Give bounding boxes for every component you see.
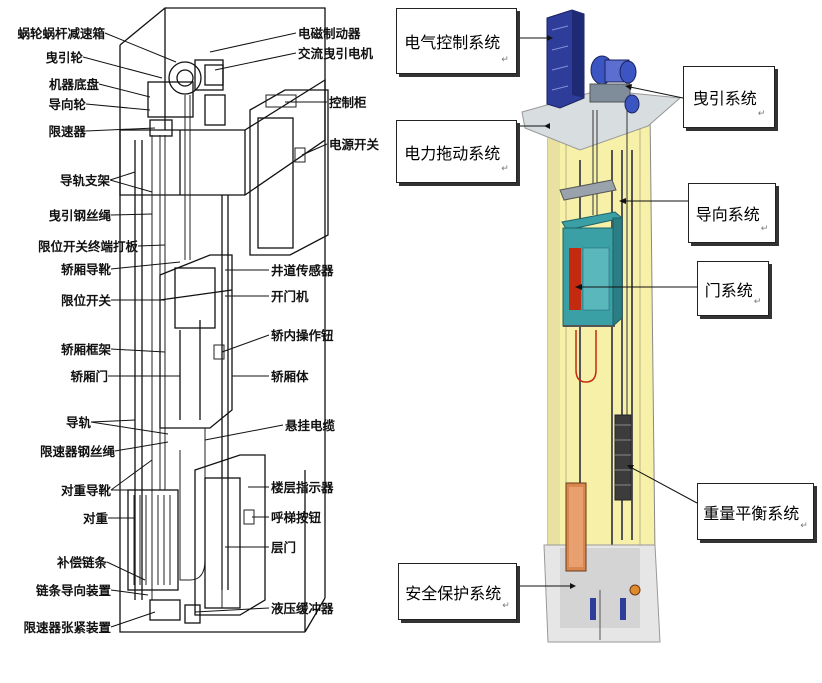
traction-machine-render [589,55,640,114]
label-left: 导轨 [66,415,92,430]
safety-block-render [565,482,587,572]
label-left: 曳引轮 [45,50,83,65]
label-right: 交流曳引电机 [298,46,374,61]
label-right: 轿内操作钮 [271,328,334,343]
label-left: 对重 [83,511,109,526]
traction-machine-shape [147,59,226,137]
system-label: 重量平衡系统 [703,503,800,523]
return-mark-icon: ↵ [760,224,769,234]
label-left: 导向轮 [48,97,86,112]
landing-door-shape [194,454,266,616]
label-left: 曳引钢丝绳 [48,208,111,223]
return-mark-icon: ↵ [501,55,509,65]
left-elevator-drawing [119,7,329,633]
label-left: 轿厢导靴 [61,262,112,277]
counterweight-render [614,414,632,501]
label-right: 电源开关 [329,137,380,152]
system-box-guiding: 导向系统↵ [688,183,776,243]
label-right: 呼梯按钮 [271,510,322,525]
system-label: 电力拖动系统 [404,143,501,163]
system-label: 导向系统 [695,205,760,224]
label-left: 限位开关终端打板 [38,239,139,254]
system-box-electrical-control: 电气控制系统↵ [396,8,517,74]
label-left: 限速器张紧装置 [23,620,111,635]
right-elevator-render [521,9,682,643]
system-box-door: 门系统↵ [697,261,769,316]
system-label: 电气控制系统 [404,33,501,52]
label-left: 导轨支架 [60,173,111,188]
system-box-weight-balance: 重量平衡系统↵ [697,483,814,540]
system-label: 安全保护系统 [405,583,502,603]
return-mark-icon: ↵ [502,601,510,611]
label-left: 机器底盘 [49,77,100,92]
label-right: 层门 [271,540,296,555]
label-right: 井道传感器 [271,263,334,278]
return-mark-icon: ↵ [757,109,766,119]
label-right: 控制柜 [329,95,367,110]
label-right: 楼层指示器 [271,480,334,495]
left-leader-lines [82,32,328,628]
car-shape [159,254,233,429]
return-mark-icon: ↵ [800,521,808,531]
system-box-power-drive: 电力拖动系统↵ [396,120,517,183]
label-right: 液压缓冲器 [271,601,334,616]
shaft-shape [547,109,656,556]
counterweight-shape [127,489,179,591]
label-left: 轿厢框架 [61,342,112,357]
label-right: 轿厢体 [271,369,309,384]
label-right: 悬挂电缆 [284,418,336,433]
control-cabinet-render [546,9,585,109]
system-box-traction: 曳引系统↵ [683,66,775,128]
label-right: 电磁制动器 [298,26,361,41]
label-left: 补偿链条 [56,555,108,570]
label-left: 限速器钢丝绳 [40,444,116,459]
system-label: 门系统 [704,280,753,300]
label-left: 限速器 [48,124,86,139]
system-arrows [517,35,698,589]
label-left: 链条导向装置 [36,583,112,598]
control-cabinet-shape [249,89,329,256]
left-labels: 蜗轮蜗杆减速箱 曳引轮 机器底盘 导向轮 限速器 导轨支架 曳引钢丝绳 限位开关… [17,26,379,635]
system-label: 曳引系统 [692,89,757,108]
label-left: 对重导靴 [61,483,112,498]
return-mark-icon: ↵ [501,164,509,174]
label-right: 开门机 [271,289,309,304]
system-box-safety-protection: 安全保护系统↵ [398,563,517,620]
label-left: 轿厢门 [70,369,108,384]
return-mark-icon: ↵ [753,297,762,307]
car-render [559,179,624,328]
label-left: 限位开关 [61,293,112,308]
label-left: 蜗轮蜗杆减速箱 [17,26,105,41]
